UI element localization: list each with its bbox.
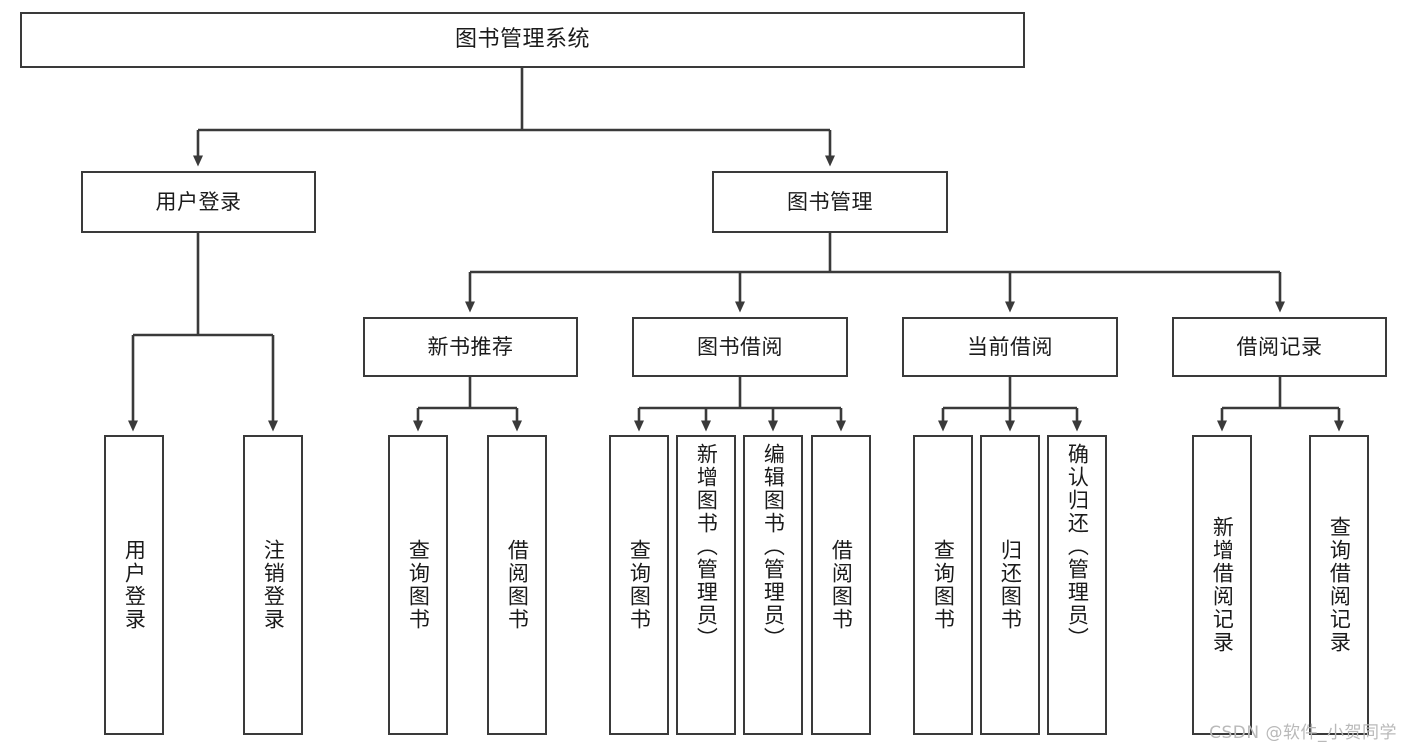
leaf-return-book[interactable]: 归还图书 (980, 435, 1040, 735)
leaf-borrow-book-2[interactable]: 借阅图书 (811, 435, 871, 735)
leaf-edit-book[interactable]: 编辑图书（管理员） (743, 435, 803, 735)
leaf-query-book-1-label: 查询图书 (406, 539, 431, 631)
node-current-borrow[interactable]: 当前借阅 (902, 317, 1118, 377)
leaf-query-record-label: 查询借阅记录 (1327, 516, 1352, 654)
leaf-add-record[interactable]: 新增借阅记录 (1192, 435, 1252, 735)
leaf-borrow-book-2-label: 借阅图书 (829, 539, 854, 631)
node-book-manage-label: 图书管理 (787, 189, 873, 214)
node-borrow-record-label: 借阅记录 (1236, 334, 1323, 359)
leaf-confirm-return-label: 确认归还（管理员） (1065, 443, 1090, 650)
leaf-query-book-3[interactable]: 查询图书 (913, 435, 973, 735)
leaf-borrow-book-1-label: 借阅图书 (505, 539, 530, 631)
leaf-add-record-label: 新增借阅记录 (1210, 516, 1235, 654)
node-user-login[interactable]: 用户登录 (81, 171, 316, 233)
leaf-query-record[interactable]: 查询借阅记录 (1309, 435, 1369, 735)
node-book-borrow-label: 图书借阅 (697, 334, 783, 359)
leaf-add-book-label: 新增图书（管理员） (694, 443, 719, 650)
leaf-query-book-3-label: 查询图书 (931, 539, 956, 631)
leaf-edit-book-label: 编辑图书（管理员） (761, 443, 786, 650)
node-new-book-recommend[interactable]: 新书推荐 (363, 317, 578, 377)
node-user-login-label: 用户登录 (155, 189, 242, 214)
leaf-add-book[interactable]: 新增图书（管理员） (676, 435, 736, 735)
node-root-label: 图书管理系统 (454, 27, 590, 53)
node-borrow-record[interactable]: 借阅记录 (1172, 317, 1387, 377)
leaf-user-login-label: 用户登录 (122, 539, 147, 631)
leaf-borrow-book-1[interactable]: 借阅图书 (487, 435, 547, 735)
node-new-book-recommend-label: 新书推荐 (427, 334, 514, 359)
node-book-manage[interactable]: 图书管理 (712, 171, 948, 233)
leaf-user-logout[interactable]: 注销登录 (243, 435, 303, 735)
csdn-watermark: CSDN @软件_小贺同学 (1209, 723, 1397, 743)
node-root[interactable]: 图书管理系统 (20, 12, 1025, 68)
leaf-return-book-label: 归还图书 (998, 539, 1023, 631)
node-current-borrow-label: 当前借阅 (967, 334, 1053, 359)
node-book-borrow[interactable]: 图书借阅 (632, 317, 848, 377)
leaf-user-login[interactable]: 用户登录 (104, 435, 164, 735)
leaf-query-book-2-label: 查询图书 (627, 539, 652, 631)
leaf-user-logout-label: 注销登录 (261, 539, 286, 631)
leaf-query-book-1[interactable]: 查询图书 (388, 435, 448, 735)
leaf-confirm-return[interactable]: 确认归还（管理员） (1047, 435, 1107, 735)
leaf-query-book-2[interactable]: 查询图书 (609, 435, 669, 735)
